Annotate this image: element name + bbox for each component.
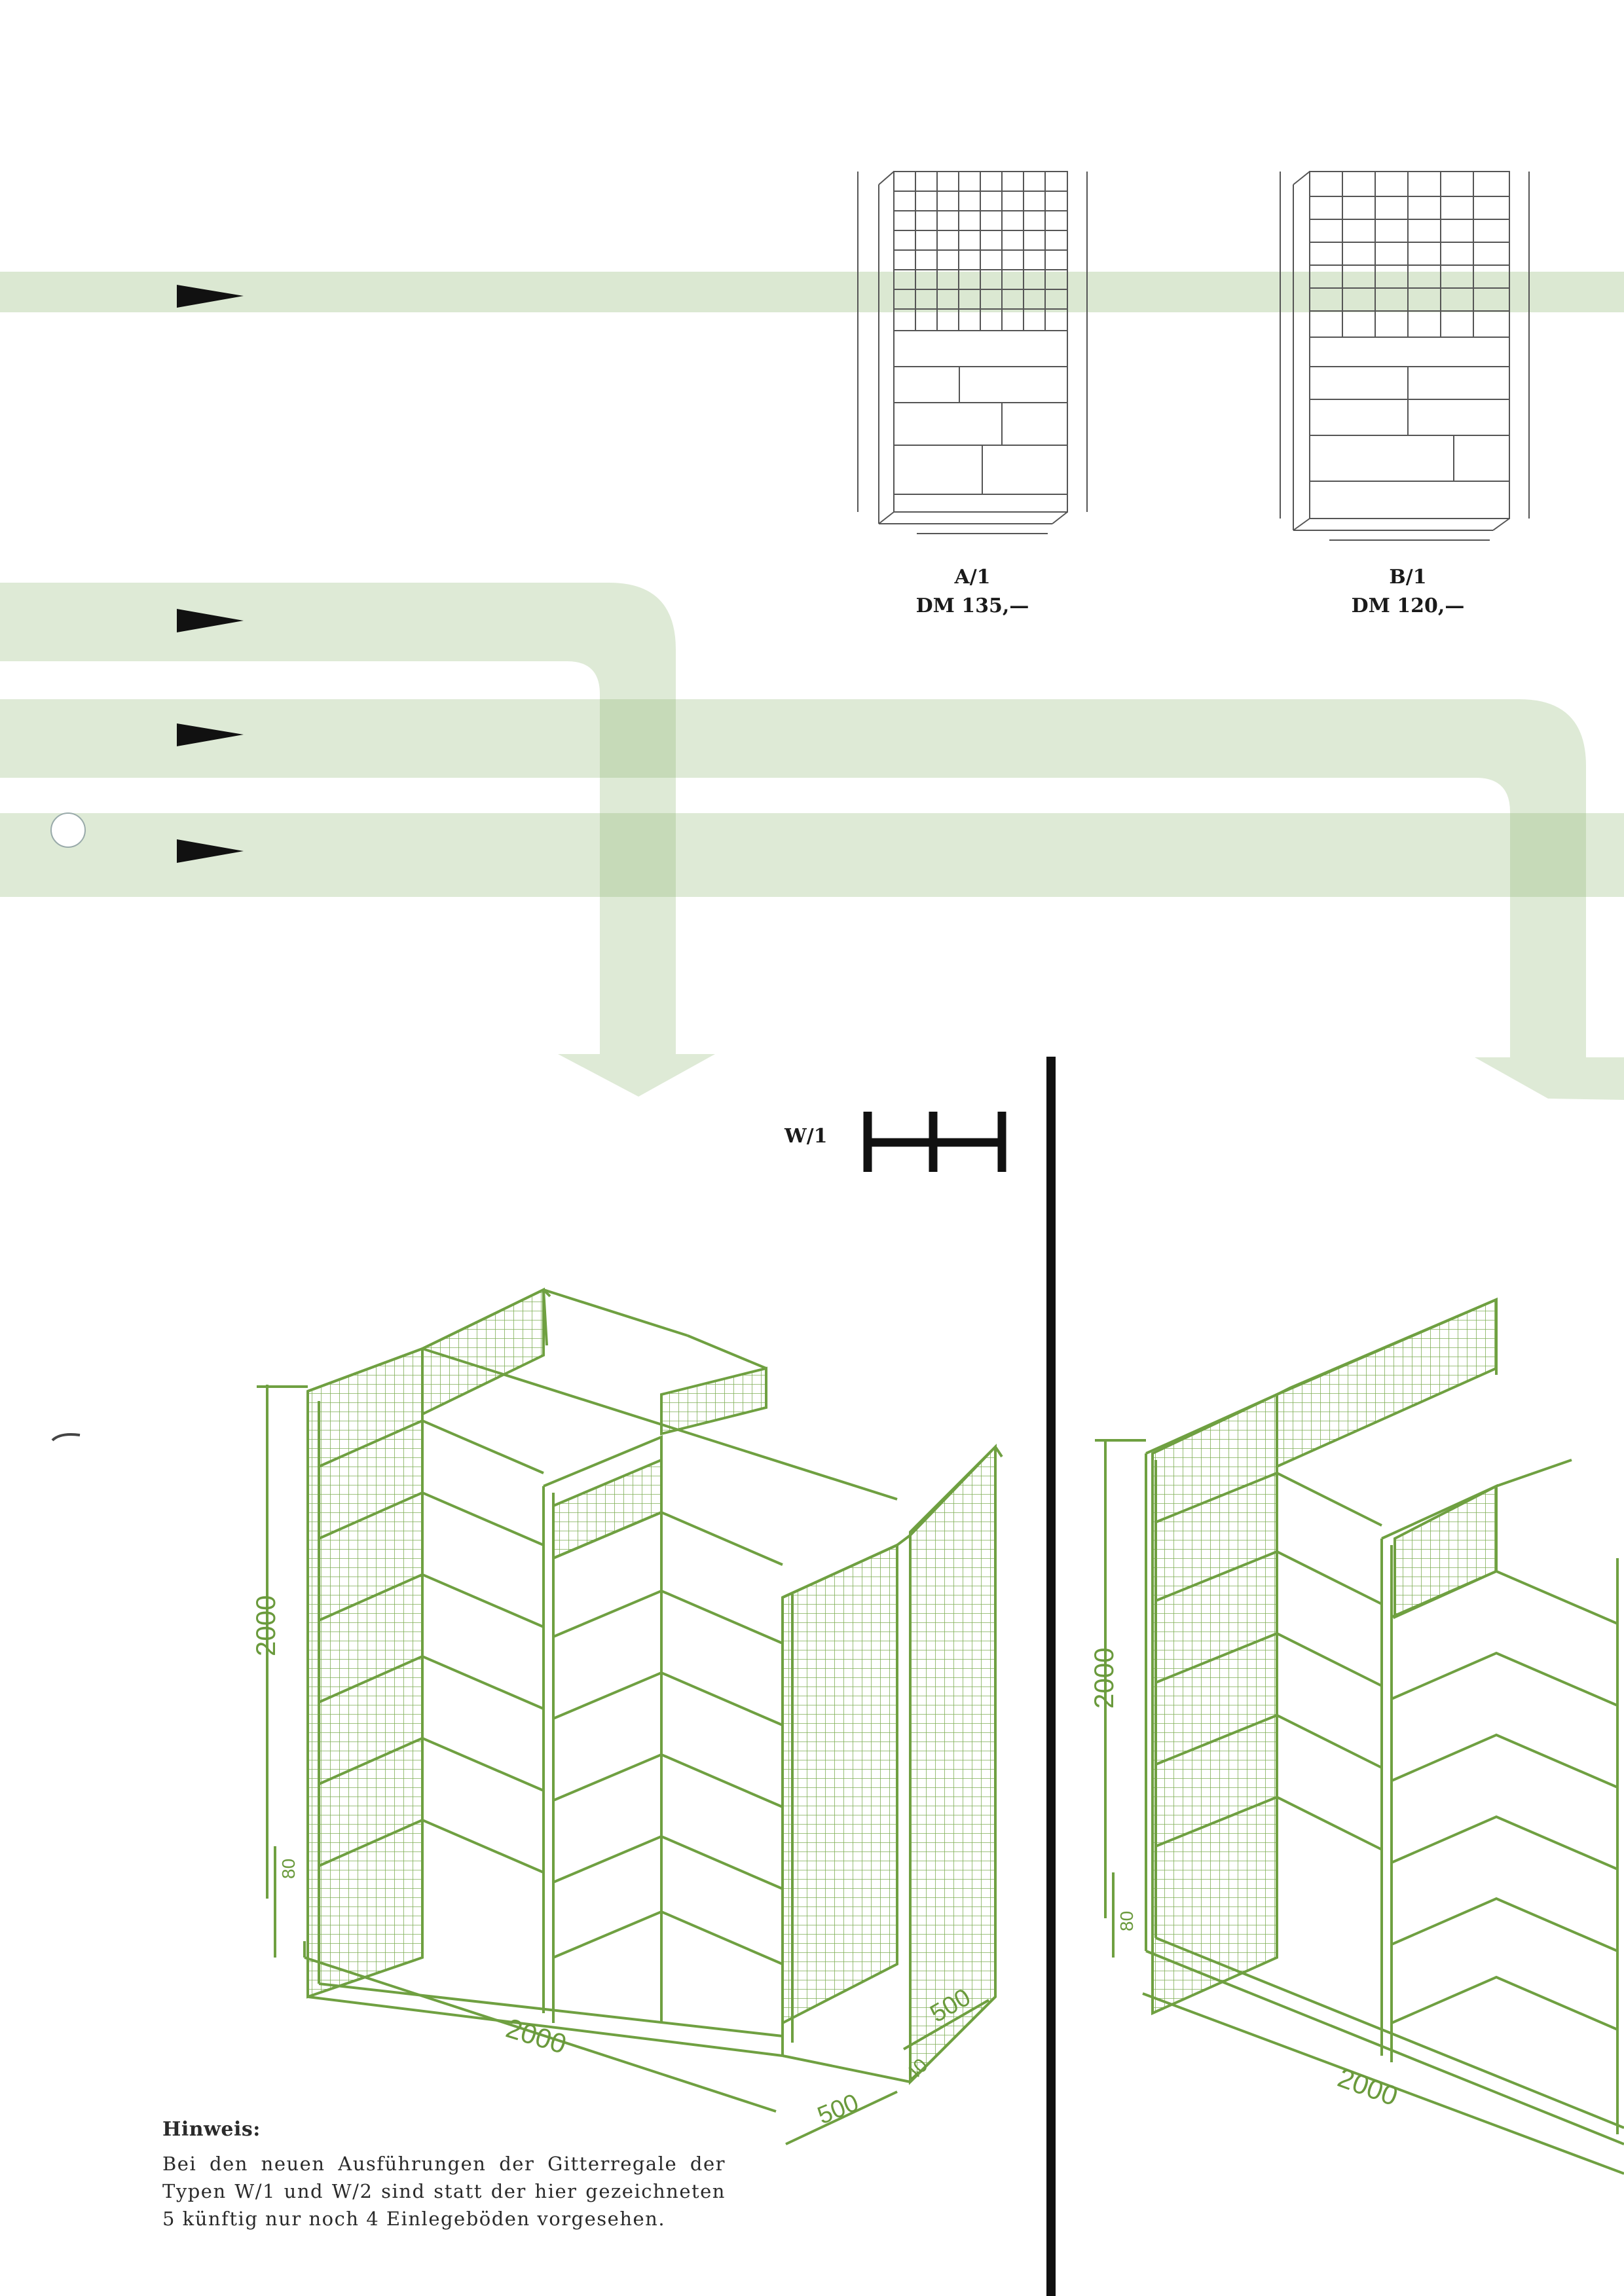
w1-dim-base: 80 — [278, 1859, 299, 1879]
band-4 — [0, 813, 1624, 897]
caption-a1-type: A/1 — [954, 566, 991, 589]
caption-a1: A/1 DM 135,— — [874, 563, 1071, 621]
arrow-marker-icon — [177, 839, 244, 863]
arrow-marker-icon — [177, 609, 244, 632]
vertical-divider — [1046, 1057, 1056, 2296]
cabinet-a1-drawing — [857, 171, 1088, 534]
caption-a1-price: DM 135,— — [915, 594, 1029, 617]
note-title: Hinweis: — [162, 2118, 261, 2141]
w2-dim-base: 80 — [1116, 1911, 1137, 1931]
note-block: Hinweis: Bei den neuen Ausführungen der … — [162, 2118, 726, 2232]
shelf-symbol-icon — [863, 1112, 1006, 1172]
band-2 — [0, 583, 715, 1097]
caption-b1-type: B/1 — [1389, 566, 1427, 589]
caption-b1-price: DM 120,— — [1351, 594, 1465, 617]
note-body: Bei den neuen Ausführungen der Gitterreg… — [162, 2153, 726, 2230]
punch-hole — [50, 812, 86, 848]
cabinet-b1-drawing — [1280, 171, 1530, 541]
w1-dim-height: 2000 — [250, 1595, 281, 1656]
w2-dim-height: 2000 — [1088, 1648, 1119, 1709]
band-3 — [0, 699, 1624, 1100]
arrow-marker-icon — [177, 285, 244, 308]
arrow-marker-icon — [177, 723, 244, 746]
w1-label: W/1 — [784, 1125, 828, 1148]
caption-b1: B/1 DM 120,— — [1310, 563, 1506, 621]
w2-dim-width: 2000 — [1334, 2062, 1402, 2111]
band-top — [0, 272, 1624, 312]
